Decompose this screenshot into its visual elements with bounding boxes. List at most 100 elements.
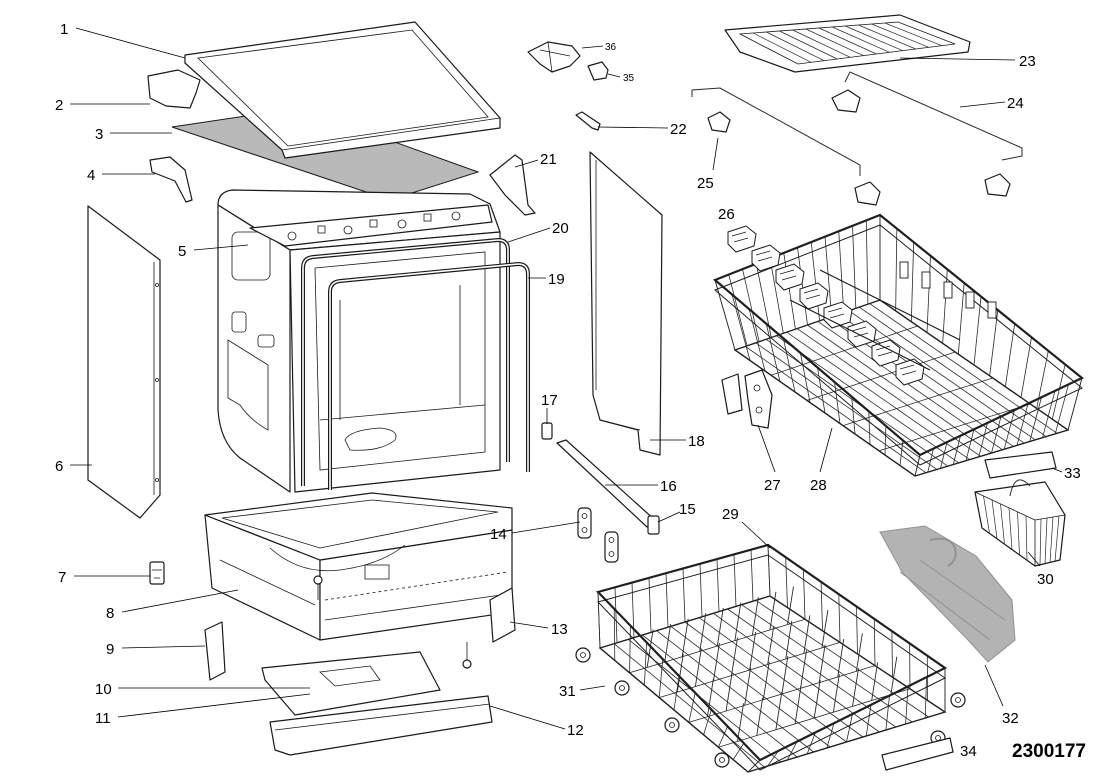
lower-rack-post	[716, 559, 720, 612]
tine-block	[727, 225, 757, 253]
tine-assembly	[727, 225, 997, 386]
lower-rack-tine	[821, 609, 829, 648]
callout-24: 24	[1007, 95, 1024, 112]
rack-rails	[691, 71, 1023, 176]
callout-8: 8	[106, 605, 114, 622]
lower-rack-post	[718, 726, 728, 748]
callout-labels: 1 2 3 4 5 6 7 8 9 10 11 12 13 14 15 16 1…	[55, 21, 1086, 762]
callout-23: 23	[1019, 53, 1036, 70]
lower-rack-floor-wire	[755, 600, 929, 718]
lower-rack-floor-wire	[741, 604, 913, 723]
upper-rack-post	[851, 396, 856, 435]
rack-wheel-hub	[619, 685, 625, 691]
leader-35	[607, 73, 621, 78]
rack-wheel-hub	[955, 697, 961, 703]
leader-25	[712, 137, 719, 171]
leader-9	[121, 645, 206, 649]
rack-wheel	[714, 752, 730, 768]
lower-rack-post	[644, 642, 647, 686]
lower-rack-tine	[676, 654, 684, 693]
lower-rack-tine	[818, 644, 826, 683]
tray-wire	[858, 24, 916, 50]
lower-rack-post	[699, 563, 703, 617]
tine-block-detail	[731, 231, 749, 243]
callout-21: 21	[540, 151, 557, 168]
upper-rack-post	[957, 282, 965, 355]
seal-strip	[328, 261, 530, 490]
clip-17	[541, 422, 553, 440]
upper-rack-post	[731, 294, 751, 361]
leader-22	[597, 126, 669, 129]
callout-28: 28	[810, 477, 827, 494]
rack-wheel-hub	[719, 757, 725, 763]
leader-11	[117, 693, 311, 718]
lower-rack-tine	[646, 629, 654, 668]
tray-wire	[818, 27, 877, 55]
rail-clips	[707, 89, 1011, 206]
plinth-tray	[261, 651, 441, 716]
basket-wire	[983, 495, 990, 534]
callout-25: 25	[697, 175, 714, 192]
side-panel-left	[87, 205, 161, 519]
lower-rack-post	[873, 618, 876, 666]
lower-rack-post	[658, 659, 664, 698]
base-frame	[204, 492, 513, 641]
basket-wire	[1008, 507, 1013, 550]
lower-rack-post	[732, 742, 745, 760]
upper-rack-post	[1020, 337, 1032, 398]
upper-rack-floor-wire	[848, 310, 1036, 441]
upper-rack-post	[1042, 390, 1056, 438]
upper-rack-cross-wire	[842, 377, 993, 426]
tray-wire	[766, 31, 825, 61]
lower-rack-rim-lower	[597, 554, 946, 771]
rack-fixing	[987, 301, 997, 319]
bracket-left	[149, 156, 193, 203]
drawing-number: 2300177	[1012, 741, 1086, 762]
tine-block-detail	[875, 345, 893, 357]
basket-wire	[1054, 515, 1060, 562]
leader-12	[489, 705, 566, 730]
basket-wire	[1049, 516, 1054, 563]
lower-rack-post	[924, 677, 927, 719]
tine-block	[775, 263, 805, 291]
upper-rack-post	[868, 411, 871, 445]
callout-15: 15	[679, 501, 696, 518]
callout-5: 5	[178, 243, 186, 260]
lower-rack-floor-frame	[598, 595, 947, 773]
callout-11: 11	[95, 710, 111, 727]
upper-rack-rim-lower	[714, 224, 1083, 466]
lower-rack-tine	[756, 697, 764, 736]
cover-plate-9	[204, 621, 226, 681]
latch-22	[575, 111, 601, 131]
callout-3: 3	[95, 126, 103, 143]
lower-rack-post	[597, 591, 601, 649]
callout-27: 27	[764, 477, 781, 494]
rack-wheel	[664, 717, 680, 733]
rack-fixing	[943, 281, 953, 299]
leader-36	[581, 45, 604, 49]
upper-rack-floor-wire	[807, 324, 992, 454]
upper-rack-post	[824, 236, 833, 317]
small-clip-35	[587, 61, 609, 81]
callout-1: 1	[60, 21, 68, 38]
door-gasket	[301, 237, 510, 486]
upper-rack-floor-wire	[817, 321, 1003, 451]
callout-7: 7	[58, 569, 66, 586]
callout-36: 36	[605, 42, 617, 53]
rack-adjuster-clips	[721, 369, 773, 429]
lower-rack-tine	[699, 613, 707, 652]
upper-rack-post	[810, 242, 820, 321]
upper-rack-post	[783, 252, 796, 330]
lower-rack-post	[648, 577, 652, 633]
leader-32	[984, 664, 1004, 707]
lower-rack	[575, 543, 966, 773]
callout-13: 13	[551, 621, 568, 638]
leader-15	[657, 511, 681, 523]
tine-block	[799, 282, 829, 310]
lower-rack-post	[673, 675, 680, 711]
lower-rack-post	[826, 723, 835, 749]
upper-rack-rim	[712, 213, 1085, 457]
lower-rack-post	[856, 606, 858, 655]
callout-20: 20	[552, 220, 569, 237]
rack-wheel	[614, 680, 630, 696]
